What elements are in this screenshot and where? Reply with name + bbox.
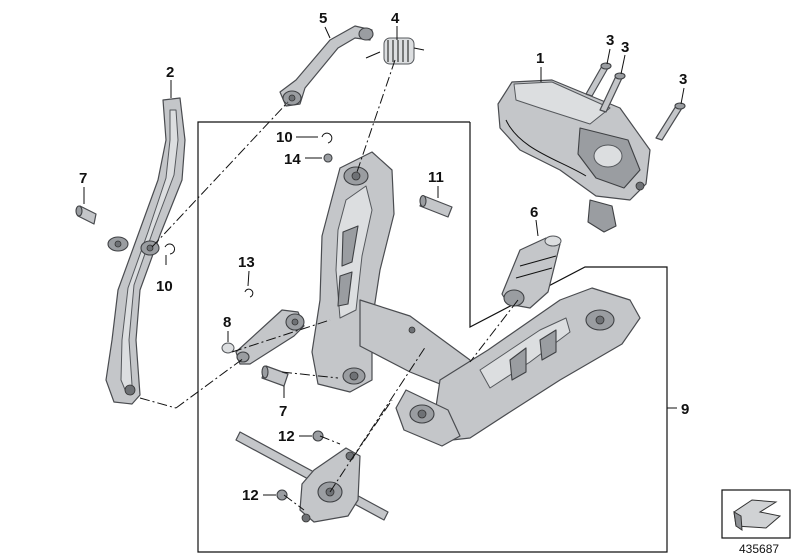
circlip-part-13 [244,288,254,298]
linkage-rod-part [279,25,374,107]
pin-part-lower [261,365,289,387]
screw-part-2 [599,72,626,113]
callout-4: 4 [391,10,400,27]
main-bracket-part [395,287,641,447]
coil-spring-part [365,37,425,65]
bolt-part-upper [312,430,324,442]
circlip-part-top [321,132,333,144]
callout-5: 5 [319,10,327,27]
control-unit-part [497,79,651,233]
image-number: 435687 [739,542,779,556]
nut-part-top [323,153,333,163]
assembly-lines [139,59,519,511]
callout-9: 9 [681,401,689,418]
callout-2: 2 [166,64,174,81]
reference-arrow-icon [721,489,791,539]
callout-10b: 10 [156,278,173,295]
pin-part-11 [419,194,453,218]
screw-part-1 [585,62,612,97]
lever-arm-part [105,97,186,405]
sensor-part [501,235,562,309]
callout-6: 6 [530,204,538,221]
callout-12b: 12 [242,487,259,504]
callout-12a: 12 [278,428,295,445]
pivot-arm-part [235,309,305,365]
shaft-assembly-part [235,431,389,523]
pedal-body-part [311,151,395,393]
pin-part-upper [75,205,97,225]
callout-7b: 7 [279,403,287,420]
callout-7a: 7 [79,170,87,187]
callout-11: 11 [428,169,444,186]
callout-13: 13 [238,254,255,271]
callout-3b: 3 [621,39,629,56]
circlip-part-left [164,243,176,255]
callout-labels: 1 2 3 3 3 4 5 6 7 7 8 9 10 10 11 12 12 1… [79,10,689,504]
bolt-part-lower [276,489,288,501]
screw-part-3 [655,102,686,141]
callout-14: 14 [284,151,301,168]
callout-1: 1 [536,50,544,67]
assembly-frame [197,121,677,553]
callout-10a: 10 [276,129,293,146]
callout-3a: 3 [606,32,614,49]
washer-part-8 [221,342,235,354]
callout-8: 8 [223,314,231,331]
callout-3c: 3 [679,71,687,88]
leader-lines [83,26,685,496]
